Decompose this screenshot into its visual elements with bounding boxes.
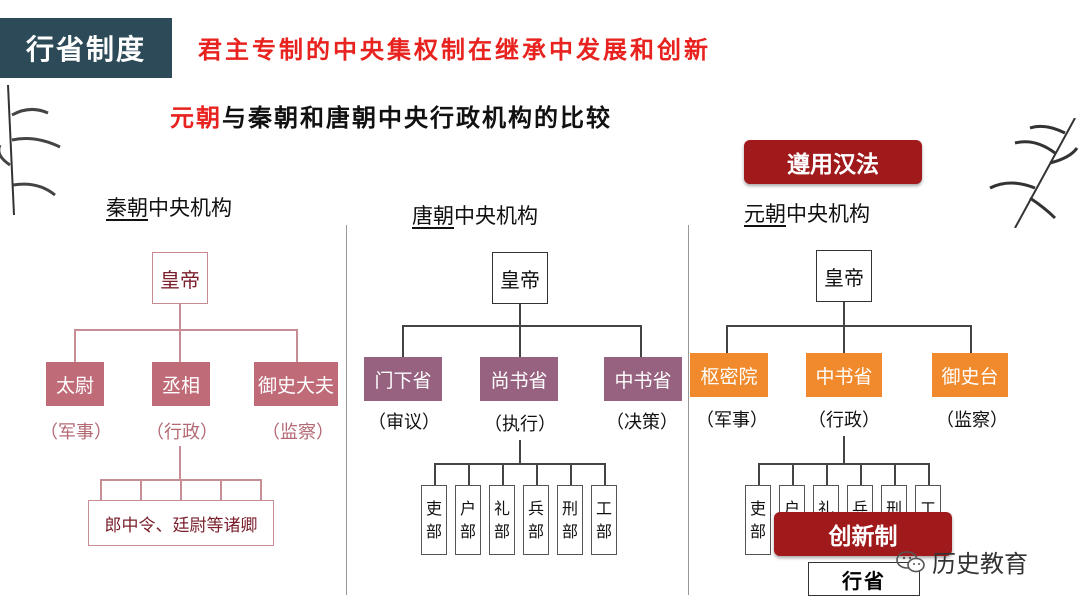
qin-note-military: （军事） [40, 422, 112, 443]
column-divider-1 [346, 225, 347, 595]
subtitle-rest: 与秦朝和唐朝中央行政机构的比较 [222, 104, 612, 132]
tang-office-menxia: 门下省 [364, 357, 442, 401]
qin-title-dynasty: 秦朝 [106, 196, 148, 220]
qin-connector [180, 479, 182, 500]
bamboo-decoration-right-icon [989, 118, 1079, 228]
qin-office-yushidafu: 御史大夫 [254, 362, 338, 406]
tang-ministry-gong: 工部 [591, 485, 617, 555]
yuan-connector [860, 463, 862, 485]
tang-emperor-box: 皇帝 [492, 252, 548, 304]
tang-connector [402, 325, 642, 327]
qin-connector [74, 329, 298, 331]
subtitle: 元朝与秦朝和唐朝中央行政机构的比较 [170, 98, 612, 133]
badge-zunyong-hanfa: 遵用汉法 [744, 140, 922, 184]
tang-office-shangshu: 尚书省 [480, 357, 558, 401]
yuan-office-zhongshusheng: 中书省 [806, 353, 882, 397]
qin-title-rest: 中央机构 [148, 196, 232, 220]
yuan-note-admin: （行政） [808, 410, 880, 431]
yuan-title-dynasty: 元朝 [744, 202, 786, 226]
qin-connector [179, 446, 181, 480]
yuan-emperor-box: 皇帝 [816, 250, 872, 302]
yuan-office-yushitai: 御史台 [932, 353, 1008, 397]
yuan-note-military: （军事） [696, 410, 768, 431]
tang-connector [519, 325, 521, 357]
tang-ministry-li-personnel: 吏部 [421, 485, 447, 555]
tang-note-decide: （决策） [606, 412, 678, 433]
bamboo-decoration-left-icon [0, 85, 61, 215]
yuan-ministry-li-personnel: 吏部 [745, 485, 771, 555]
tang-note-review: （审议） [368, 412, 440, 433]
wechat-icon [896, 550, 925, 572]
tang-connector [519, 440, 521, 464]
tang-connector [502, 463, 504, 485]
tang-title-dynasty: 唐朝 [412, 204, 454, 228]
qin-connector [179, 304, 181, 330]
badge-chuangxin-zhi: 创新制 [774, 512, 952, 556]
tang-ministry-li-rites: 礼部 [489, 485, 515, 555]
tang-connector [402, 325, 404, 357]
qin-office-taiwei: 太尉 [46, 362, 104, 406]
tang-office-zhongshu: 中书省 [604, 357, 682, 401]
yuan-connector [726, 325, 972, 327]
yuan-column-title: 元朝中央机构 [744, 198, 870, 228]
yuan-connector [826, 463, 828, 485]
yuan-title-rest: 中央机构 [786, 202, 870, 226]
yuan-connector [758, 463, 760, 485]
tang-note-execute: （执行） [484, 414, 556, 435]
qin-connector [100, 479, 102, 500]
qin-connector [179, 329, 181, 362]
tang-connector [570, 463, 572, 485]
qin-connector [74, 329, 76, 362]
headline: 君主专制的中央集权制在继承中发展和创新 [198, 36, 711, 64]
tang-connector [536, 463, 538, 485]
yuan-note-supervision: （监察） [936, 410, 1008, 431]
column-divider-2 [688, 225, 689, 595]
yuan-office-shumiyuan: 枢密院 [690, 353, 768, 397]
qin-office-chengxiang: 丞相 [152, 362, 210, 406]
qin-connector [140, 479, 142, 500]
qin-connector [260, 479, 262, 500]
yuan-connector [792, 463, 794, 485]
qin-note-supervision: （监察） [262, 422, 334, 443]
tang-connector [519, 304, 521, 326]
yuan-connector [894, 463, 896, 485]
tang-column-title: 唐朝中央机构 [412, 200, 538, 230]
yuan-connector [843, 436, 845, 464]
yuan-connector [843, 325, 845, 353]
subtitle-highlight: 元朝 [170, 104, 222, 132]
yuan-connector [970, 325, 972, 353]
yuan-connector [726, 325, 728, 353]
qin-connector [220, 479, 222, 500]
section-title: 行省制度 [0, 18, 172, 78]
tang-title-rest: 中央机构 [454, 204, 538, 228]
tang-connector [604, 463, 606, 485]
yuan-connector [758, 463, 928, 465]
qin-note-admin: （行政） [146, 422, 218, 443]
yuan-connector [843, 302, 845, 326]
tang-connector [434, 463, 604, 465]
tang-connector [640, 325, 642, 357]
qin-connector [296, 329, 298, 362]
tang-connector [468, 463, 470, 485]
tang-ministry-xing: 刑部 [557, 485, 583, 555]
watermark: 历史教育 [896, 544, 1028, 579]
tang-ministry-hu: 户部 [455, 485, 481, 555]
qin-ministers-box: 郎中令、廷尉等诸卿 [88, 500, 274, 546]
xingsheng-box: 行省 [808, 562, 920, 596]
qin-column-title: 秦朝中央机构 [106, 192, 232, 222]
yuan-connector [928, 463, 930, 485]
tang-ministry-bing: 兵部 [523, 485, 549, 555]
watermark-text: 历史教育 [932, 550, 1028, 578]
tang-connector [434, 463, 436, 485]
qin-emperor-box: 皇帝 [152, 252, 208, 304]
